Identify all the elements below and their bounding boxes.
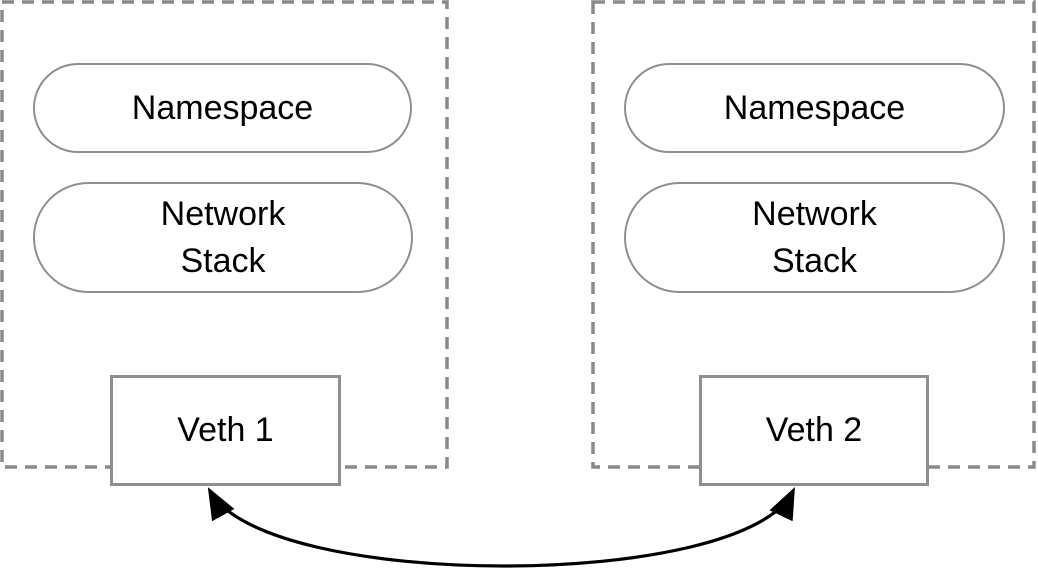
veth1-label: Veth 1 [177,411,274,449]
left-namespace-container [0,0,449,469]
network-stack-pill-left-label: Network Stack [160,194,286,280]
namespace-pill-left-label: Namespace [131,88,314,127]
network-stack-pill-right: Network Stack [624,182,1005,293]
veth2-box: Veth 2 [699,375,929,486]
namespace-pill-left: Namespace [33,63,412,153]
namespace-pill-right: Namespace [624,63,1005,153]
namespace-pill-right-label: Namespace [723,88,906,127]
veth-connection-arrow [207,486,795,568]
network-stack-pill-left: Network Stack [33,182,413,293]
network-stack-pill-right-label: Network Stack [752,194,877,280]
veth1-box: Veth 1 [110,375,341,486]
veth2-label: Veth 2 [765,411,863,449]
